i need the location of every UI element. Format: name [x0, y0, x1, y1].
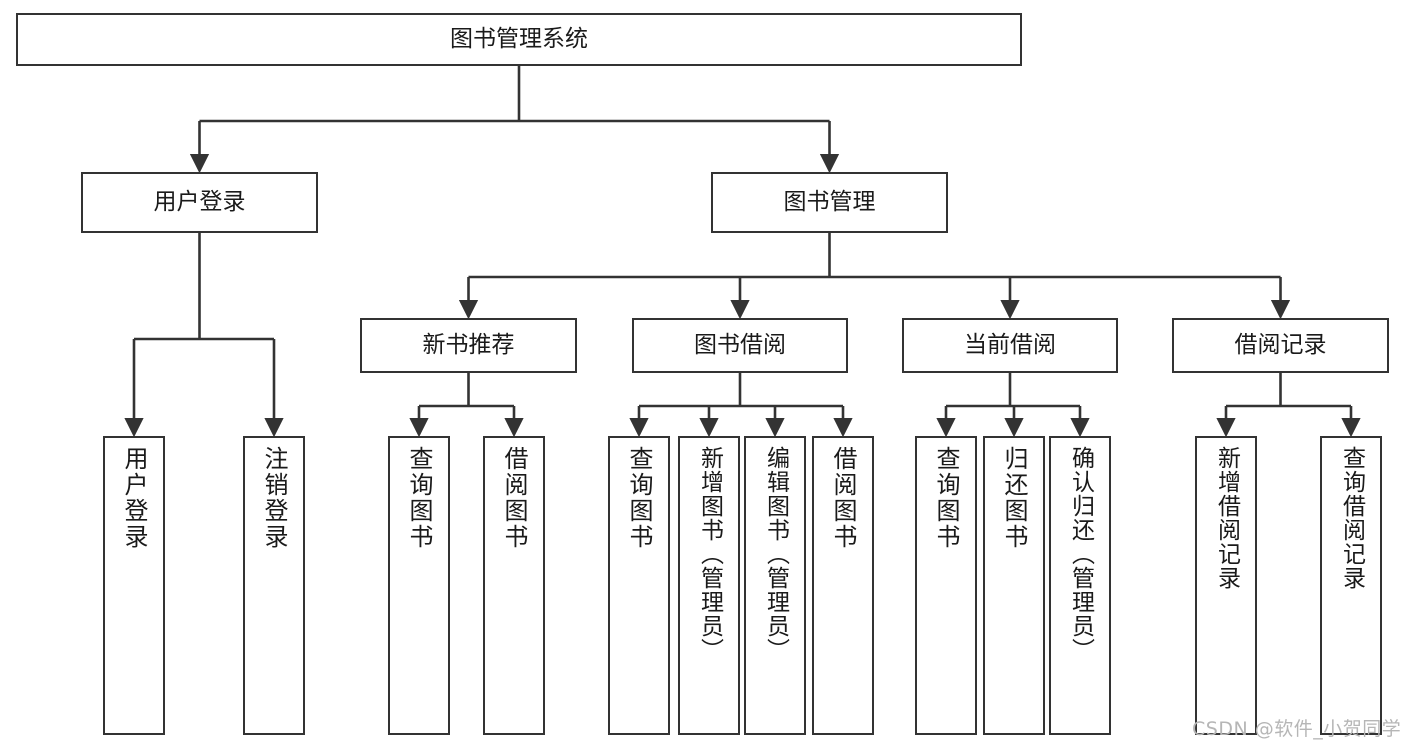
node-label: 编辑图书（管理员） — [762, 446, 789, 662]
node-label: 借阅记录 — [1234, 332, 1327, 359]
node-new-book-rec[interactable]: 新书推荐 — [360, 318, 577, 373]
node-label: 查询图书 — [405, 446, 433, 550]
node-label: 查询借阅记录 — [1338, 446, 1365, 590]
node-leaf-query-book-2[interactable]: 查询图书 — [608, 436, 670, 735]
node-leaf-return-book[interactable]: 归还图书 — [983, 436, 1045, 735]
node-label: 归还图书 — [1000, 446, 1028, 550]
node-leaf-query-book-1[interactable]: 查询图书 — [388, 436, 450, 735]
node-leaf-add-book[interactable]: 新增图书（管理员） — [678, 436, 740, 735]
node-label: 确认归还（管理员） — [1067, 446, 1094, 662]
node-label: 新书推荐 — [422, 332, 515, 359]
node-label: 查询图书 — [625, 446, 653, 550]
node-label: 图书管理系统 — [450, 26, 588, 53]
node-leaf-edit-book[interactable]: 编辑图书（管理员） — [744, 436, 806, 735]
node-label: 图书借阅 — [694, 332, 786, 359]
node-label: 图书管理 — [783, 189, 876, 216]
node-leaf-user-login[interactable]: 用户登录 — [103, 436, 165, 735]
node-root[interactable]: 图书管理系统 — [16, 13, 1022, 66]
node-label: 新增图书（管理员） — [696, 446, 723, 662]
node-book-borrow[interactable]: 图书借阅 — [632, 318, 848, 373]
node-leaf-logout[interactable]: 注销登录 — [243, 436, 305, 735]
node-label: 新增借阅记录 — [1213, 446, 1240, 590]
node-label: 用户登录 — [120, 446, 148, 550]
node-label: 当前借阅 — [964, 332, 1056, 359]
node-user-login[interactable]: 用户登录 — [81, 172, 318, 233]
node-leaf-confirm-return[interactable]: 确认归还（管理员） — [1049, 436, 1111, 735]
csdn-watermark: CSDN @软件_小贺同学 — [1192, 718, 1402, 740]
node-borrow-record[interactable]: 借阅记录 — [1172, 318, 1389, 373]
node-current-borrow[interactable]: 当前借阅 — [902, 318, 1118, 373]
node-book-manage[interactable]: 图书管理 — [711, 172, 948, 233]
node-label: 查询图书 — [932, 446, 960, 550]
node-label: 用户登录 — [153, 189, 246, 216]
node-label: 借阅图书 — [500, 446, 528, 550]
node-leaf-query-book-3[interactable]: 查询图书 — [915, 436, 977, 735]
node-leaf-borrow-book-1[interactable]: 借阅图书 — [483, 436, 545, 735]
node-leaf-query-record[interactable]: 查询借阅记录 — [1320, 436, 1382, 735]
node-leaf-borrow-book-2[interactable]: 借阅图书 — [812, 436, 874, 735]
node-label: 借阅图书 — [829, 446, 857, 550]
node-label: 注销登录 — [260, 446, 288, 550]
node-leaf-add-record[interactable]: 新增借阅记录 — [1195, 436, 1257, 735]
